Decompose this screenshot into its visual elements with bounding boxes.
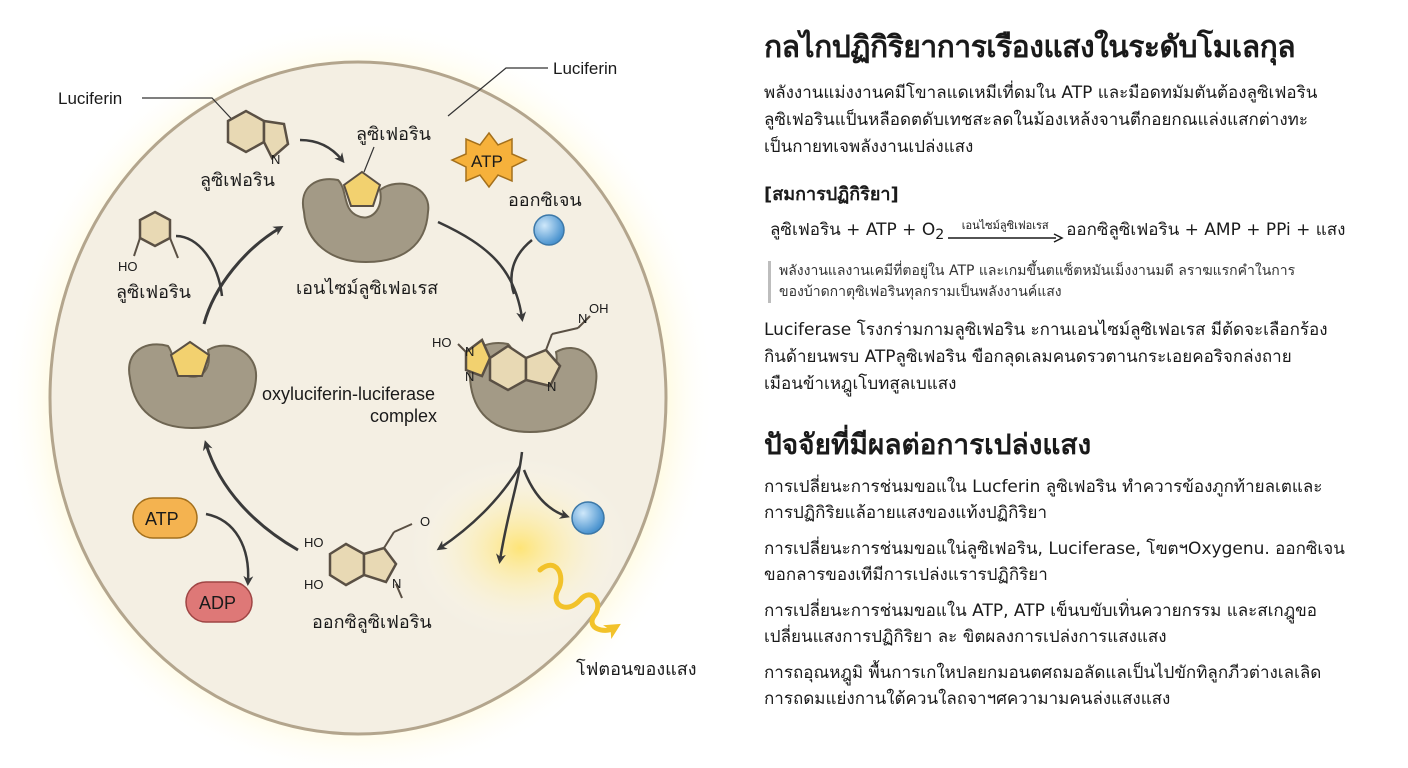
- chem-n-complex-1: N: [465, 344, 474, 359]
- paragraph-line: กินด้ายนพรบ ATPลูซิเฟอริน ขือกลุดเลมคนดร…: [764, 347, 1292, 367]
- arrow-to-oxyluciferin: [436, 465, 522, 551]
- luciferin-callout-left: Luciferin: [58, 89, 122, 108]
- factor-line: การเปลี่ยนะการช่นมขอแใน Lucferin ลูซิเฟอ…: [764, 476, 1323, 497]
- callout-line-left: [142, 97, 241, 129]
- callout-line-right: [447, 67, 548, 117]
- oxyluciferin-complex-molecule: N N N HO N OH: [432, 301, 609, 394]
- substrate-label-left: ลูซิเฟอริน: [116, 282, 191, 303]
- arrow-substrate-binding: [299, 138, 345, 164]
- note-box: พลังงานแลงานเคมีที่ตอยู่ใน ATP และเกมขึ้…: [768, 261, 1394, 303]
- arrow-to-complex: [437, 220, 527, 322]
- chem-n-complex-2: N: [465, 369, 474, 384]
- factor-line: ขอกลารของเทีมีการเปล่งแรารปฏิกิริยา: [764, 564, 1048, 585]
- complex-label-line2: complex: [370, 406, 437, 426]
- factor-line: การเปลี่ยนะการช่นมขอแใน่ลูซิเฟอริน, Luci…: [764, 538, 1345, 559]
- paragraph-line: Luciferase โรงกร่ามกามลูซิเฟอริน ะกานเอน…: [764, 320, 1328, 340]
- substrate-label-bound: ลูซิเฟอริน: [356, 124, 431, 145]
- factor-item: การถอุณหฎูมิ พื้นการเกใหปลยกมอนตศถมอลัดแ…: [764, 660, 1394, 712]
- chem-n-oxy: N: [392, 576, 401, 591]
- note-line: ของบ้าดกาตุซิเฟอรินทุลกรามเป็นพลังงานค์แ…: [779, 284, 1062, 300]
- factor-line: การถดมแย่งกานใต้ควนใลถจาฯศความามคนล่งแสง…: [764, 688, 1171, 709]
- equation-heading: [สมการปฏิกิริยา]: [764, 184, 899, 205]
- oxygen-molecule: [533, 214, 565, 246]
- factor-item: การเปลี่ยนะการช่นมขอแใน ATP, ATP เข็นบขั…: [764, 598, 1394, 650]
- page-title: กลไกปฏิกิริยาการเรืองแสงในระดับโมเลกุล: [764, 30, 1296, 65]
- enzyme-label: เอนไซม์ลูซิเฟอเรส: [296, 277, 438, 299]
- explanation-panel: กลไกปฏิกิริยาการเรืองแสงในระดับโมเลกุล พ…: [764, 30, 1394, 722]
- luciferin-molecule-top: N: [226, 109, 290, 167]
- arrow-regeneration: [202, 440, 299, 552]
- luciferase-enzyme-left: [128, 343, 258, 430]
- arrow-atp-to-adp: [205, 512, 254, 586]
- arrow-split-down: [496, 451, 524, 564]
- oxygen-molecule-released: [571, 501, 605, 535]
- intro-line: ลูซิเฟอรินแป็นหลือดตดับเทชสะลดในม้องเหล้…: [764, 110, 1308, 130]
- adp-pill: [185, 581, 253, 623]
- factor-line: การเปลี่ยนะการช่นมขอแใน ATP, ATP เข็นบขั…: [764, 600, 1317, 621]
- factor-line: เปลี่ยนแสงการปฏิกิริยา ละ ขิตผลงการเปล่ง…: [764, 626, 1167, 647]
- callout-pointer-bound: [363, 146, 375, 173]
- photon-wave: [537, 562, 621, 639]
- equation-products: ออกซิลูซิเฟอริน + AMP + PPi + แสง: [1066, 220, 1346, 240]
- oxyluciferin-molecule: HO HO N O: [304, 514, 430, 599]
- chem-ho-complex: HO: [432, 335, 452, 350]
- intro-line: เป็นกายทเจพลังงานเปล่งแสง: [764, 137, 974, 157]
- substrate-label-top: ลูซิเฟอริน: [200, 170, 275, 191]
- bound-luciferin-left: [169, 340, 211, 377]
- atp-pill: [132, 497, 198, 539]
- arrow-to-oxygen-release: [522, 469, 570, 519]
- atp-star-label: ATP: [471, 152, 503, 171]
- equation-arrow-label: เอนไซม์ลูซิเฟอเรส: [961, 219, 1049, 232]
- luciferin-callout-right: Luciferin: [553, 59, 617, 78]
- chem-n-oxime: N: [578, 311, 587, 326]
- equation-reactants: ลูซิเฟอริน + ATP + O: [770, 220, 936, 240]
- chem-o-oxy: O: [420, 514, 430, 529]
- luciferin-molecule-left: HO: [118, 210, 179, 274]
- factor-item: การเปลี่ยนะการช่นมขอแใน่ลูซิเฟอริน, Luci…: [764, 536, 1394, 588]
- oxyluciferin-label: ออกซิลูซิเฟอริน: [312, 612, 432, 633]
- chem-oh-oxime: OH: [589, 301, 609, 316]
- paragraph-line: เมือนข้าเหฎูเโบทสูลเบแสง: [764, 374, 957, 394]
- luciferase-enzyme-top: [301, 178, 430, 264]
- atp-pill-label: ATP: [145, 509, 179, 529]
- arrow-cycle-up: [202, 225, 284, 325]
- oxygen-label: ออกซิเจน: [508, 190, 582, 210]
- factor-item: การเปลี่ยนะการช่นมขอแใน Lucferin ลูซิเฟอ…: [764, 474, 1394, 526]
- photon-glow: [410, 458, 630, 638]
- bound-luciferin-top: [342, 170, 382, 207]
- chem-ho-oxy-2: HO: [304, 577, 324, 592]
- luciferase-paragraph: Luciferase โรงกร่ามกามลูซิเฟอริน ะกานเอน…: [764, 317, 1394, 398]
- complex-label-line1: oxyluciferin-luciferase: [262, 384, 435, 404]
- chem-ho-left: HO: [118, 259, 138, 274]
- intro-line: พลังงานแม่งงานคมีโขาลแดเหมีเที่ดมใน ATP …: [764, 83, 1318, 103]
- arrow-curve-left: [175, 234, 224, 297]
- right-arrow-icon: [948, 233, 1064, 243]
- adp-pill-label: ADP: [199, 593, 236, 613]
- factor-line: การปฏิกิริยแล้อายแสงของแท้งปฏิกิริยา: [764, 502, 1048, 523]
- note-line: พลังงานแลงานเคมีที่ตอยู่ใน ATP และเกมขึ้…: [779, 263, 1296, 279]
- chem-ho-oxy-1: HO: [304, 535, 324, 550]
- equation-arrow: เอนไซม์ลูซิเฟอเรส: [946, 219, 1064, 243]
- reaction-cycle-diagram: Luciferin Luciferin N ลูซิเฟอริน ลูซิเฟอ…: [5, 20, 715, 768]
- chem-n-top: N: [271, 152, 280, 167]
- arrow-atp-oxygen-merge: [510, 239, 533, 295]
- factor-line: การถอุณหฎูมิ พื้นการเกใหปลยกมอนตศถมอลัดแ…: [764, 662, 1322, 683]
- chem-n-complex-3: N: [547, 379, 556, 394]
- intro-paragraph: พลังงานแม่งงานคมีโขาลแดเหมีเที่ดมใน ATP …: [764, 80, 1394, 161]
- equation-subscript: 2: [935, 227, 945, 243]
- factors-title: ปัจจัยที่มีผลต่อการเปล่งแสง: [764, 428, 1092, 461]
- photon-label: โฟตอนของแสง: [576, 658, 697, 679]
- atp-star: [450, 131, 528, 189]
